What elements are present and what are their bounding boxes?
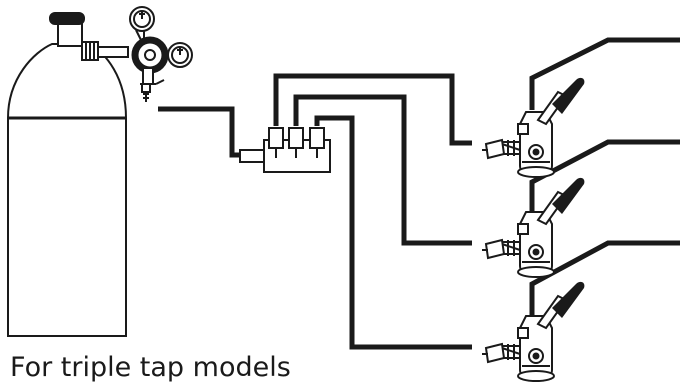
manifold-valve-1: [268, 127, 284, 149]
gas-manifold: [239, 127, 331, 173]
hose-to-coupler-3: [314, 115, 472, 350]
manifold-valve-2: [288, 127, 304, 149]
cylinder-body: [7, 43, 127, 337]
gas-hoses: [158, 37, 680, 350]
regulator-inlet: [97, 46, 129, 58]
manifold-valve-3: [309, 127, 325, 149]
beer-line-3: [529, 240, 680, 315]
supply-hose: [158, 106, 244, 158]
hose-to-coupler-1: [273, 73, 472, 146]
manifold-inlet: [239, 149, 267, 163]
hose-to-coupler-2: [293, 94, 472, 246]
co2-cylinder: [7, 12, 127, 337]
high-pressure-gauge-icon: [129, 6, 155, 32]
cylinder-neck: [57, 22, 83, 47]
regulator: [97, 6, 193, 102]
low-pressure-gauge-icon: [167, 42, 193, 68]
beer-line-1: [529, 37, 680, 110]
cylinder-valve-handle: [49, 12, 85, 25]
regulator-outlet: [142, 67, 154, 85]
diagram-caption: For triple tap models: [10, 352, 291, 383]
beer-line-2: [529, 139, 680, 212]
